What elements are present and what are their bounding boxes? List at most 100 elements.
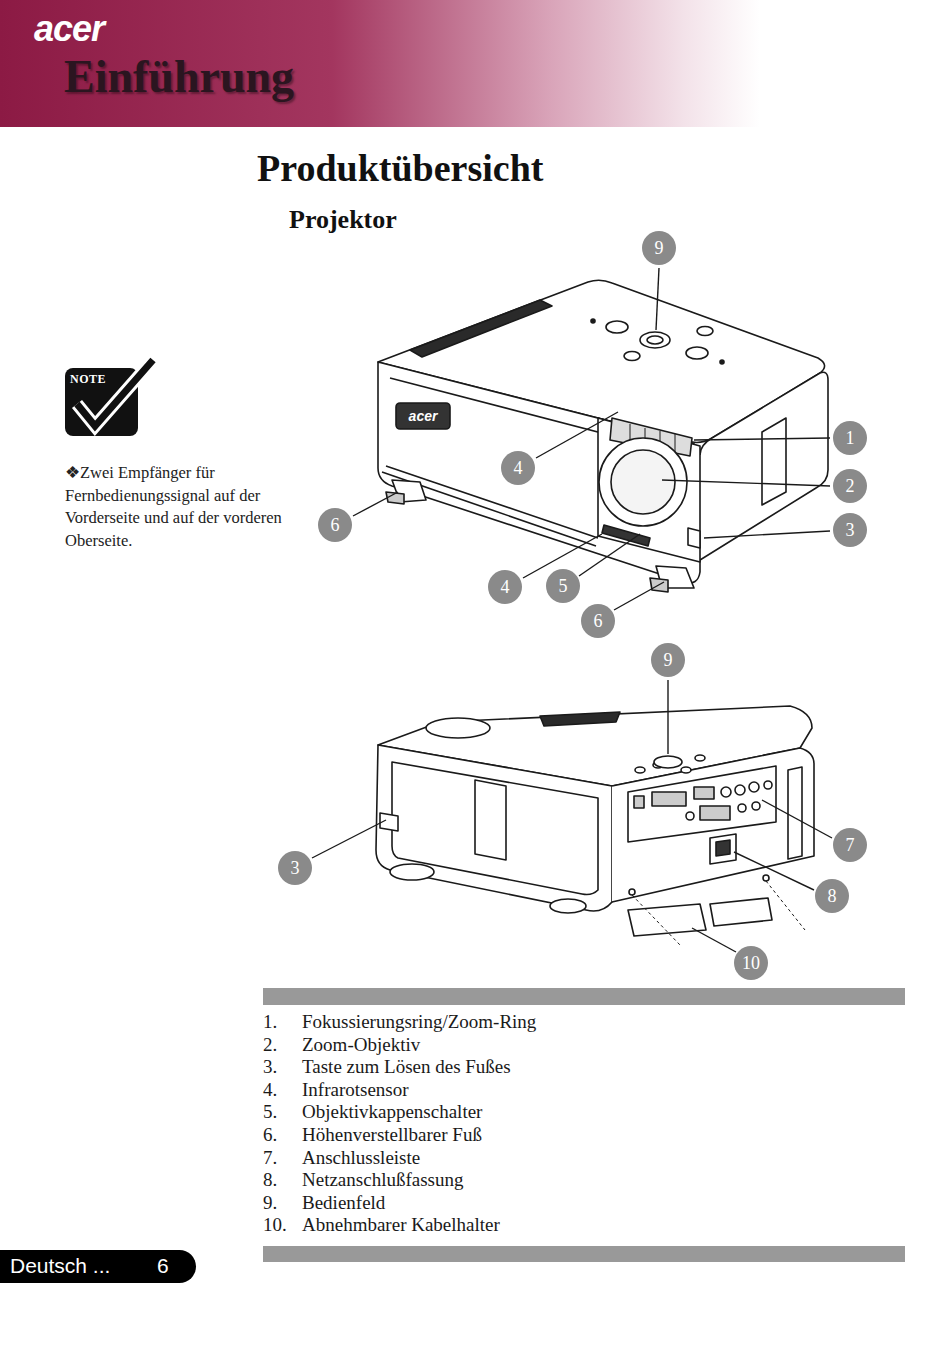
callout-circle: 3 bbox=[278, 851, 312, 885]
callout-circle: 6 bbox=[581, 604, 615, 638]
text-slot: 6 bbox=[581, 604, 615, 638]
part-name: Fokussierungsring/Zoom-Ring bbox=[302, 1011, 536, 1033]
text-slot: 7 bbox=[833, 828, 867, 862]
callout-circle: 10 bbox=[734, 946, 768, 980]
text-slot: 2. bbox=[263, 1034, 277, 1056]
projector-front-view bbox=[378, 280, 828, 592]
text-slot: Fokussierungsring/Zoom-Ring bbox=[302, 1011, 536, 1033]
text-slot: 1 bbox=[833, 421, 867, 455]
callout-circle: 7 bbox=[833, 828, 867, 862]
text-slot: 10. bbox=[263, 1214, 287, 1236]
callout-number: 6 bbox=[594, 611, 603, 632]
callout-number: 9 bbox=[664, 650, 673, 671]
list-number: 4. bbox=[263, 1079, 277, 1101]
callout-circle: 9 bbox=[651, 643, 685, 677]
text-slot: 6. bbox=[263, 1124, 277, 1146]
text-slot: 4 bbox=[488, 570, 522, 604]
callout-number: 8 bbox=[828, 886, 837, 907]
chapter-heading: Einführung bbox=[64, 50, 294, 103]
text-slot: 4 bbox=[501, 451, 535, 485]
text-slot: acer bbox=[34, 8, 104, 50]
list-number: 5. bbox=[263, 1101, 277, 1123]
text-slot: Zoom-Objektiv bbox=[302, 1034, 420, 1056]
text-slot: 7. bbox=[263, 1147, 277, 1169]
list-number: 1. bbox=[263, 1011, 277, 1033]
text-slot: Deutsch ... bbox=[10, 1254, 110, 1278]
text-slot: 2 bbox=[833, 469, 867, 503]
part-name: Infrarotsensor bbox=[302, 1079, 409, 1101]
part-name: Anschlussleiste bbox=[302, 1147, 420, 1169]
text-slot: 6 bbox=[157, 1254, 169, 1278]
text-slot: 5 bbox=[546, 569, 580, 603]
text-slot: 3 bbox=[278, 851, 312, 885]
list-number: 10. bbox=[263, 1214, 287, 1236]
text-slot: Produktübersicht bbox=[257, 146, 543, 190]
list-number: 9. bbox=[263, 1192, 277, 1214]
text-slot: 5. bbox=[263, 1101, 277, 1123]
grey-bar bbox=[263, 1246, 905, 1262]
text-slot: Taste zum Lösen des Fußes bbox=[302, 1056, 511, 1078]
text-slot: Infrarotsensor bbox=[302, 1079, 409, 1101]
callout-circle: 4 bbox=[501, 451, 535, 485]
text-slot: 3 bbox=[833, 513, 867, 547]
note-text: ❖Zwei Empfänger für Fernbedienungssignal… bbox=[65, 462, 287, 552]
text-slot: Objektivkappenschalter bbox=[302, 1101, 482, 1123]
callout-circle: 4 bbox=[488, 570, 522, 604]
page-number: 6 bbox=[157, 1254, 169, 1278]
text-slot: 6 bbox=[318, 508, 352, 542]
text-slot: Abnehmbarer Kabelhalter bbox=[302, 1214, 500, 1236]
callout-circle: 8 bbox=[815, 879, 849, 913]
callout-number: 7 bbox=[846, 835, 855, 856]
callout-number: 9 bbox=[655, 238, 664, 259]
text-slot: NOTE bbox=[70, 372, 106, 387]
callout-number: 2 bbox=[846, 476, 855, 497]
callout-circle: 1 bbox=[833, 421, 867, 455]
text-slot: ❖Zwei Empfänger für Fernbedienungssignal… bbox=[65, 462, 287, 552]
callout-number: 6 bbox=[331, 515, 340, 536]
text-slot: Projektor bbox=[289, 205, 397, 235]
part-name: Zoom-Objektiv bbox=[302, 1034, 420, 1056]
callout-circle: 2 bbox=[833, 469, 867, 503]
leader-lines bbox=[312, 268, 832, 952]
part-name: Taste zum Lösen des Fußes bbox=[302, 1056, 511, 1078]
list-number: 3. bbox=[263, 1056, 277, 1078]
check-outline bbox=[77, 360, 153, 426]
screw-guide bbox=[632, 881, 805, 945]
callout-number: 3 bbox=[846, 520, 855, 541]
text-slot: 9 bbox=[642, 231, 676, 265]
text-slot: Netzanschlußfassung bbox=[302, 1169, 463, 1191]
text-slot: Höhenverstellbarer Fuß bbox=[302, 1124, 482, 1146]
part-name: Abnehmbarer Kabelhalter bbox=[302, 1214, 500, 1236]
text-slot: Bedienfeld bbox=[302, 1192, 385, 1214]
page-footer: Deutsch ... 6 bbox=[0, 1250, 196, 1283]
text-slot: Anschlussleiste bbox=[302, 1147, 420, 1169]
callout-number: 4 bbox=[514, 458, 523, 479]
callout-number: 10 bbox=[742, 953, 760, 974]
callout-circle: 6 bbox=[318, 508, 352, 542]
callout-circle: 3 bbox=[833, 513, 867, 547]
note-badge-text: NOTE bbox=[70, 372, 106, 387]
text-slot: 4. bbox=[263, 1079, 277, 1101]
text-slot: 9. bbox=[263, 1192, 277, 1214]
callout-number: 1 bbox=[846, 428, 855, 449]
header-band: acerEinführung bbox=[0, 0, 950, 127]
list-number: 7. bbox=[263, 1147, 277, 1169]
list-number: 6. bbox=[263, 1124, 277, 1146]
list-number: 8. bbox=[263, 1169, 277, 1191]
grey-bar bbox=[263, 988, 905, 1005]
callout-number: 3 bbox=[291, 858, 300, 879]
projector-logo: acer bbox=[409, 408, 438, 424]
part-name: Bedienfeld bbox=[302, 1192, 385, 1214]
part-name: Höhenverstellbarer Fuß bbox=[302, 1124, 482, 1146]
brand-logo: acer bbox=[34, 8, 104, 50]
text-slot: acer bbox=[396, 403, 450, 429]
section-heading: Projektor bbox=[289, 205, 397, 235]
text-slot: 10 bbox=[734, 946, 768, 980]
list-number: 2. bbox=[263, 1034, 277, 1056]
text-slot: 9 bbox=[651, 643, 685, 677]
callout-number: 4 bbox=[501, 577, 510, 598]
text-slot: 8 bbox=[815, 879, 849, 913]
